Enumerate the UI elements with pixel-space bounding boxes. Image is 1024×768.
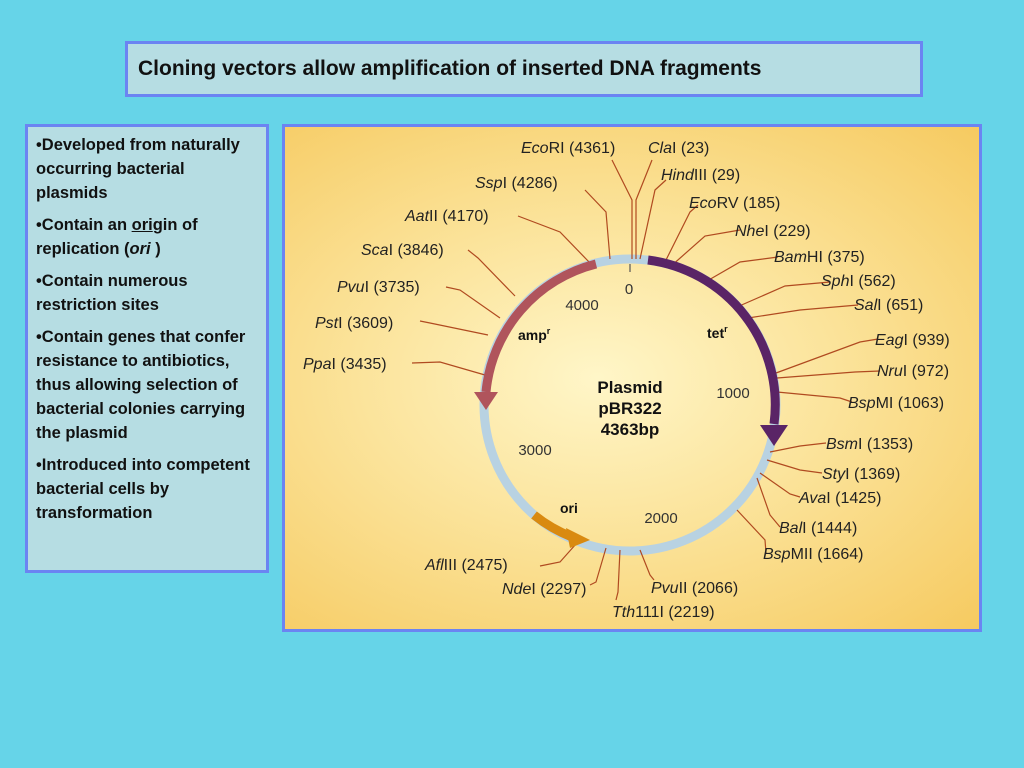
tet-label: tetr — [707, 324, 728, 341]
ori-arrowhead — [566, 528, 590, 548]
site-label-bspmii: BspMII (1664) — [763, 546, 864, 563]
site-label-ecorv: EcoRV (185) — [689, 195, 780, 212]
site-label-bsmi: BsmI (1353) — [826, 436, 913, 453]
site-label-nrui: NruI (972) — [877, 363, 949, 380]
tick-label: 0 — [625, 281, 633, 298]
plasmid-id: pBR322 — [598, 399, 661, 418]
site-label-sspi: SspI (4286) — [475, 175, 558, 192]
site-label-hindiii: HindIII (29) — [661, 167, 740, 184]
tick-label: 3000 — [518, 442, 551, 459]
site-label-ecori: EcoRI (4361) — [521, 140, 615, 157]
amp-label: ampr — [518, 326, 551, 343]
site-label-scai: ScaI (3846) — [361, 242, 444, 259]
plasmid-map: 0 1000 2000 3000 4000 ampr tetr ori Plas… — [303, 140, 950, 621]
site-label-bamhi: BamHI (375) — [774, 249, 865, 266]
site-label-sphi: SphI (562) — [821, 273, 896, 290]
bullet-item: •Developed from naturally occurring bact… — [36, 136, 240, 202]
amp-gene-arc — [481, 259, 598, 393]
slide-title: Cloning vectors allow amplification of i… — [138, 57, 762, 80]
site-label-ppai: PpaI (3435) — [303, 356, 387, 373]
site-label-clai: ClaI (23) — [648, 140, 709, 157]
amp-arrowhead — [474, 392, 498, 410]
bullet-item: •Introduced into competent bacterial cel… — [36, 456, 250, 522]
site-label-styi: StyI (1369) — [822, 466, 900, 483]
site-label-bspmi: BspMI (1063) — [848, 395, 944, 412]
site-label-nhei: NheI (229) — [735, 223, 811, 240]
plasmid-name: Plasmid — [597, 378, 662, 397]
site-label-sali: SalI (651) — [854, 297, 923, 314]
bullet-item: •Contain numerous restriction sites — [36, 272, 188, 314]
tet-arrowhead — [760, 425, 788, 446]
site-label-avai: AvaI (1425) — [798, 490, 881, 507]
site-label-psti: PstI (3609) — [315, 315, 393, 332]
site-label-ndei: NdeI (2297) — [502, 581, 587, 598]
site-label-aatii: AatII (4170) — [404, 208, 489, 225]
site-label-pvuii: PvuII (2066) — [651, 580, 738, 597]
site-label-tth111i: Tth111I (2219) — [612, 604, 715, 621]
bullet-item: •Contain genes that confer resistance to… — [36, 328, 246, 442]
plasmid-size: 4363bp — [601, 420, 660, 439]
tet-gene-arc — [647, 255, 780, 425]
title-box: Cloning vectors allow amplification of i… — [125, 41, 923, 97]
bullet-item: •Contain an origin of replication (ori ) — [36, 216, 198, 258]
bullet-list: •Developed from naturally occurring bact… — [25, 124, 269, 573]
site-label-pvui: PvuI (3735) — [337, 279, 420, 296]
tick-label: 4000 — [565, 297, 598, 314]
tick-label: 1000 — [716, 385, 749, 402]
site-label-bali: BalI (1444) — [779, 520, 857, 537]
site-label-afliii: AflIII (2475) — [424, 557, 508, 574]
plasmid-figure: 0 1000 2000 3000 4000 ampr tetr ori Plas… — [282, 124, 982, 632]
tick-label: 2000 — [644, 510, 677, 527]
site-label-eagi: EagI (939) — [875, 332, 950, 349]
ori-label: ori — [560, 500, 578, 516]
site-leaders — [411, 159, 881, 601]
